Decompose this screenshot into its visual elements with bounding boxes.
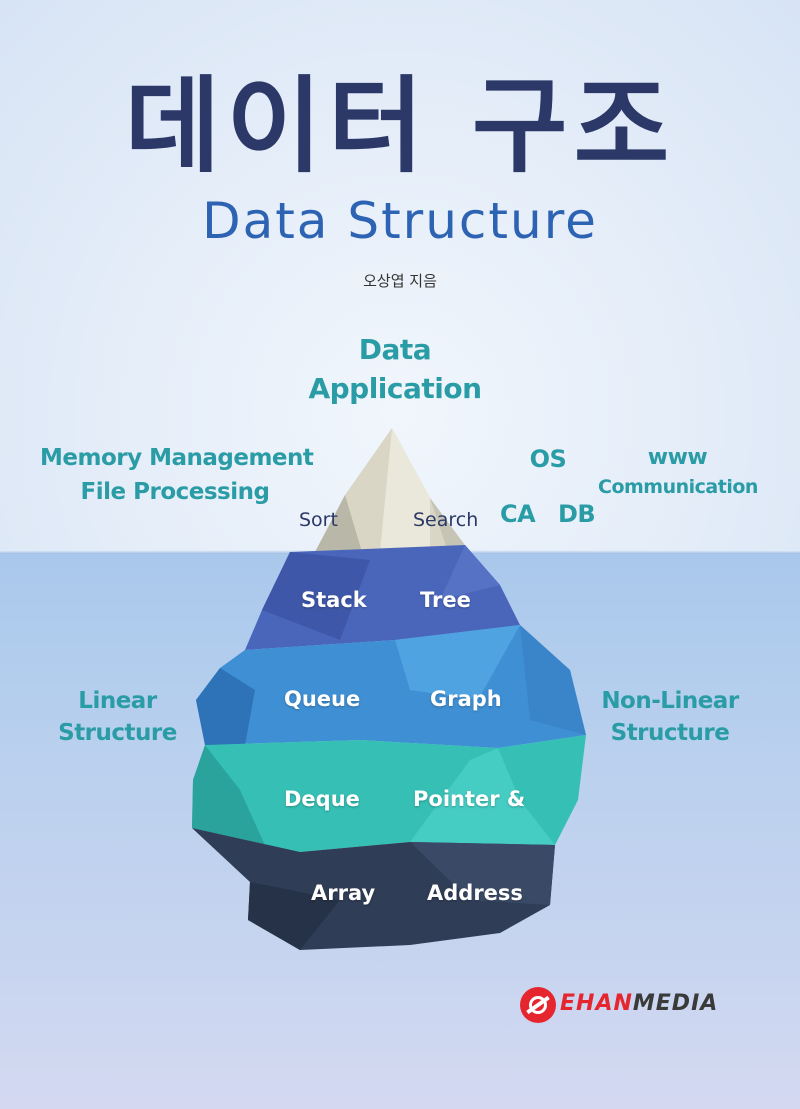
label-pointer: Pointer &: [413, 787, 526, 811]
ehan-logo-icon: [520, 987, 556, 1023]
publisher-name-ehan: EHAN: [560, 991, 633, 1016]
label-file-processing: File Processing: [80, 479, 270, 505]
label-deque: Deque: [284, 787, 360, 811]
label-ca: CA: [500, 500, 536, 528]
author-line: 오상엽 지음: [363, 272, 437, 290]
label-queue: Queue: [284, 687, 361, 711]
label-application: Application: [308, 372, 482, 405]
iceberg-band-teal-facet2: [410, 748, 555, 845]
iceberg-band-blue-facet2: [395, 625, 520, 700]
label-communication: Communication: [598, 476, 758, 498]
label-non-linear: Non-Linear: [601, 688, 739, 714]
title-korean: 데이터 구조: [124, 65, 676, 187]
label-memory-management: Memory Management: [40, 445, 314, 471]
label-tree: Tree: [420, 588, 471, 612]
iceberg-band-navy-facet2: [440, 545, 500, 600]
label-linear-structure: Structure: [58, 720, 177, 746]
label-data: Data: [358, 333, 432, 366]
label-db: DB: [558, 500, 596, 528]
iceberg-band-blue-facet: [196, 668, 255, 745]
iceberg-band-navy-facet: [262, 552, 370, 640]
iceberg-tip-facet-mid: [430, 498, 470, 552]
publisher-name: EHANMEDIA: [560, 991, 719, 1016]
iceberg-band-dark-facet2: [248, 882, 340, 950]
publisher-logo: EHANMEDIA: [518, 985, 738, 1035]
label-sort: Sort: [299, 509, 338, 531]
title-english: Data Structure: [202, 192, 598, 250]
iceberg-tip-facet-dark: [315, 495, 362, 552]
label-array: Array: [311, 881, 376, 905]
label-linear: Linear: [78, 688, 157, 714]
iceberg-tip-facet-light: [380, 428, 430, 552]
iceberg-band-blue-facet3: [520, 625, 586, 735]
label-non-linear-structure: Structure: [610, 720, 730, 746]
label-www: www: [647, 445, 708, 470]
iceberg-band-dark-facet: [410, 842, 555, 905]
iceberg-band-teal-facet: [192, 745, 300, 852]
label-stack: Stack: [301, 588, 367, 612]
label-graph: Graph: [430, 687, 502, 711]
label-search: Search: [413, 509, 479, 531]
publisher-name-media: MEDIA: [632, 991, 719, 1016]
label-address: Address: [427, 881, 523, 905]
label-os: OS: [529, 445, 567, 473]
